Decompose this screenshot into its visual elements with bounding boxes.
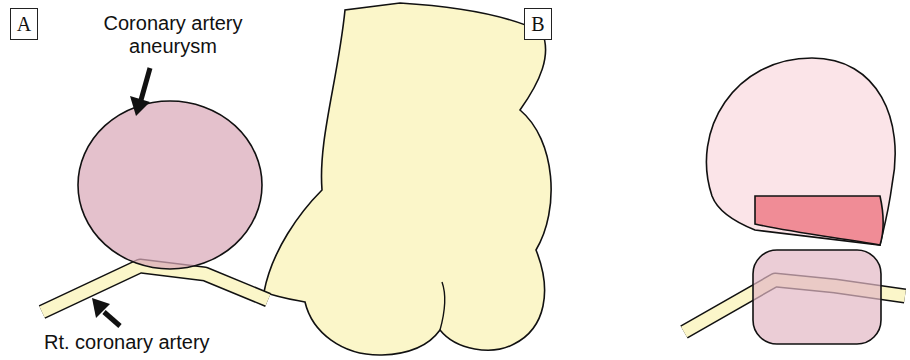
aneurysm-dome [706, 58, 895, 245]
panel-label-box: B [524, 8, 552, 40]
leader-arrow [141, 68, 150, 100]
arrow-head [130, 96, 150, 116]
panel-letter: A [17, 13, 31, 36]
arrow-head [92, 298, 110, 318]
aneurysm-orifice [755, 196, 883, 245]
aneurysm-neck [753, 250, 881, 344]
aneurysm [78, 101, 262, 269]
heart-groove [440, 282, 445, 330]
panel-label-box: A [10, 8, 38, 40]
artery [42, 266, 268, 312]
leader-arrow [104, 312, 120, 326]
heart [264, 3, 551, 355]
callout-label: Coronary artery aneurysm [98, 12, 248, 58]
artery-outline [42, 266, 268, 312]
callout-label: Rt. coronary artery [44, 331, 210, 354]
panel-letter: B [531, 13, 544, 36]
